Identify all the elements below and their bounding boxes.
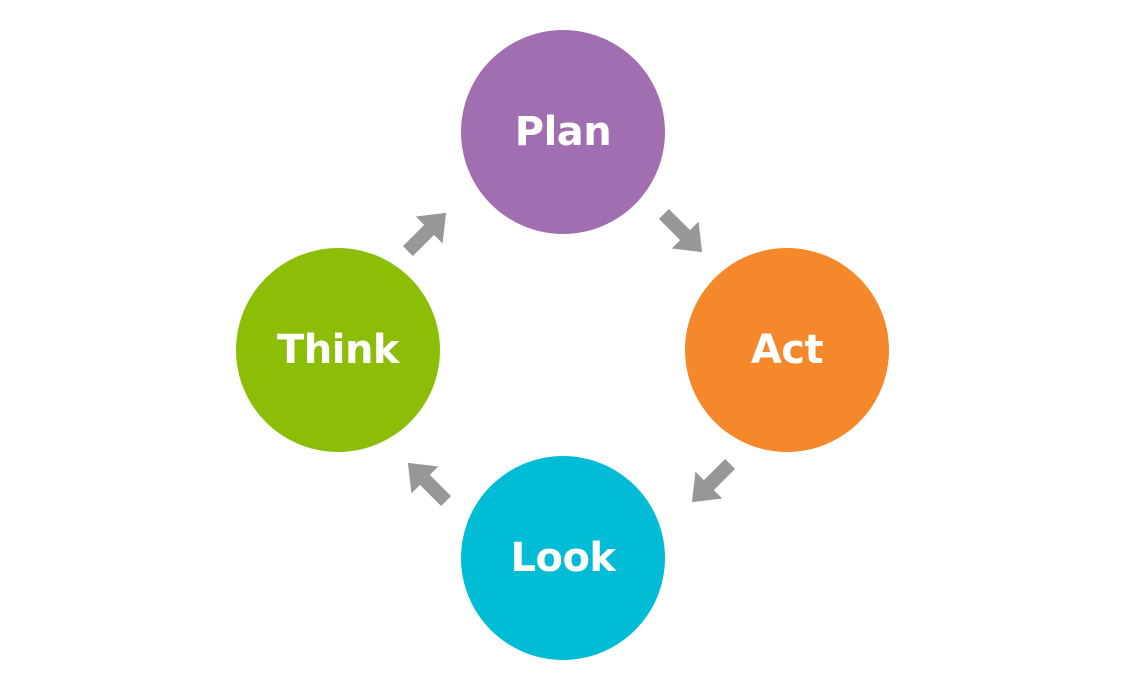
plan-node: Plan (461, 30, 665, 234)
arrow-think-to-plan-icon (402, 212, 447, 257)
act-node: Act (685, 248, 889, 452)
plan-label: Plan (514, 109, 612, 155)
look-node: Look (461, 456, 665, 660)
arrow-plan-to-act-icon (658, 208, 703, 253)
arrow-look-to-think-icon (407, 462, 452, 507)
arrow-act-to-look-icon (691, 458, 736, 503)
act-label: Act (750, 327, 824, 373)
think-node: Think (236, 248, 440, 452)
look-label: Look (510, 535, 616, 581)
think-label: Think (276, 327, 400, 373)
